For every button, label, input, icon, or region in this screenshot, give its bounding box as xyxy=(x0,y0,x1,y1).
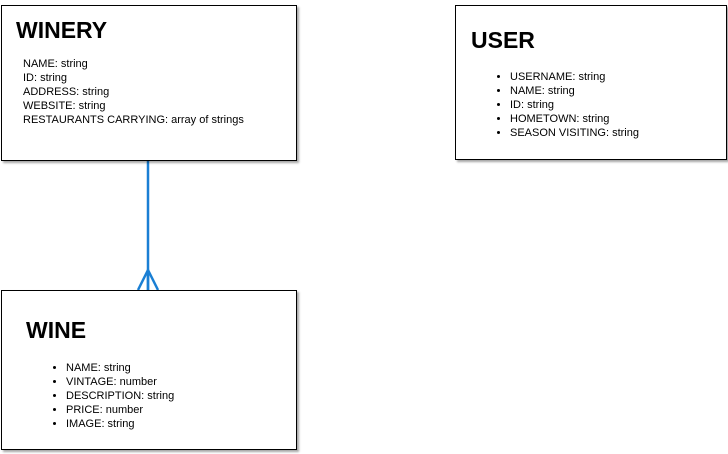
wine-field-vintage: VINTAGE: number xyxy=(66,375,174,389)
winery-entity-box[interactable]: WINERY NAME: string ID: string ADDRESS: … xyxy=(1,5,297,161)
wine-field-list: NAME: string VINTAGE: number DESCRIPTION… xyxy=(52,361,174,431)
crows-foot-right-prong xyxy=(146,269,160,291)
winery-field-list: NAME: string ID: string ADDRESS: string … xyxy=(23,57,244,127)
user-field-username: USERNAME: string xyxy=(510,70,639,84)
wine-field-price: PRICE: number xyxy=(66,403,174,417)
user-entity-box[interactable]: USER USERNAME: string NAME: string ID: s… xyxy=(455,5,727,160)
one-to-many-connector[interactable] xyxy=(136,161,160,291)
winery-entity-title: WINERY xyxy=(16,17,108,43)
winery-field-address: ADDRESS: string xyxy=(23,86,110,98)
user-field-hometown: HOMETOWN: string xyxy=(510,112,639,126)
winery-field-id: ID: string xyxy=(23,72,68,84)
user-entity-title: USER xyxy=(471,27,535,53)
wine-field-description: DESCRIPTION: string xyxy=(66,389,174,403)
wine-field-name: NAME: string xyxy=(66,361,174,375)
winery-field-website: WEBSITE: string xyxy=(23,100,106,112)
winery-field-name: NAME: string xyxy=(23,58,88,70)
winery-field-restaurants-carrying: RESTAURANTS CARRYING: array of strings xyxy=(23,114,244,126)
user-field-name: NAME: string xyxy=(510,84,639,98)
wine-field-image: IMAGE: string xyxy=(66,417,174,431)
crows-foot-left-prong xyxy=(136,269,150,291)
wine-entity-title: WINE xyxy=(26,317,87,343)
user-field-list: USERNAME: string NAME: string ID: string… xyxy=(496,70,639,140)
user-field-season-visiting: SEASON VISITING: string xyxy=(510,126,639,140)
user-field-id: ID: string xyxy=(510,98,639,112)
wine-entity-box[interactable]: WINE NAME: string VINTAGE: number DESCRI… xyxy=(1,290,297,450)
